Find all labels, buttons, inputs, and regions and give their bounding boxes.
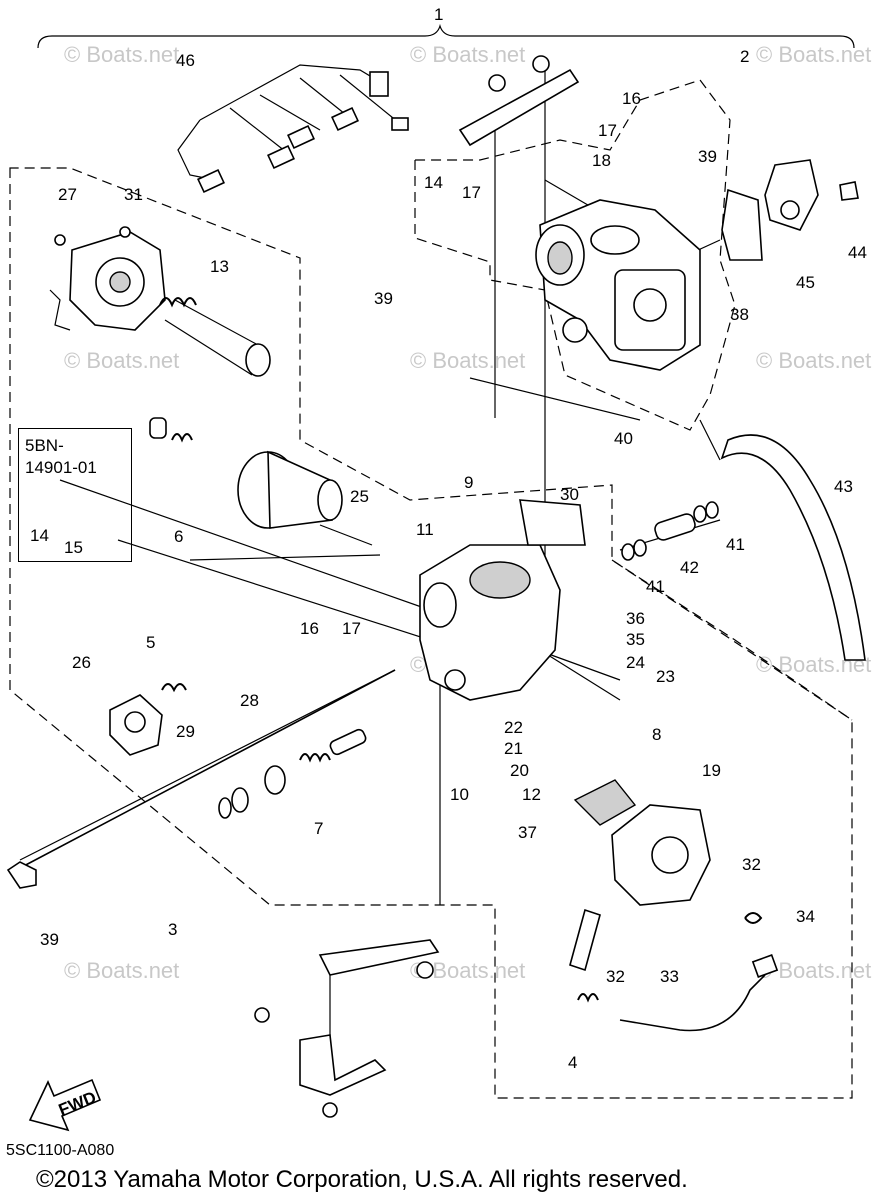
callout-27: 27 <box>58 185 77 204</box>
diaphragm-cover-left <box>49 226 166 331</box>
callout-34: 34 <box>796 907 815 926</box>
callout-46: 46 <box>176 51 195 70</box>
callout-17: 17 <box>598 121 617 140</box>
watermark: © Boats.net <box>64 348 179 373</box>
throttle-shaft <box>6 669 396 889</box>
callout-42: 42 <box>680 558 699 577</box>
callout-38: 38 <box>730 305 749 324</box>
callout-12: 12 <box>522 785 541 804</box>
hose-43 <box>720 434 866 661</box>
callout-21: 21 <box>504 739 523 758</box>
callout-9: 9 <box>464 473 473 492</box>
fwd-arrow: FWD <box>28 1078 102 1132</box>
callout-19: 19 <box>702 761 721 780</box>
watermark: © Boats.net <box>64 958 179 983</box>
watermark: © Boats.net <box>410 348 525 373</box>
callout-17: 17 <box>462 183 481 202</box>
callout-15: 15 <box>64 538 83 557</box>
watermark: © Boats.net <box>410 42 525 67</box>
callout-26: 26 <box>72 653 91 672</box>
bracket-45 <box>764 159 859 231</box>
choke-lever <box>569 908 601 972</box>
callout-33: 33 <box>660 967 679 986</box>
callout-1: 1 <box>434 5 443 24</box>
callout-14: 14 <box>424 173 443 192</box>
vacuum-piston <box>149 417 373 546</box>
callout-31: 31 <box>124 185 143 204</box>
lower-carburetor-body <box>419 499 586 701</box>
watermarks: © Boats.net © Boats.net © Boats.net © Bo… <box>64 42 871 983</box>
callout-39: 39 <box>40 930 59 949</box>
callout-8: 8 <box>652 725 661 744</box>
callout-29: 29 <box>176 722 195 741</box>
callout-14: 14 <box>30 526 49 545</box>
callout-39: 39 <box>374 289 393 308</box>
callout-5: 5 <box>146 633 155 652</box>
inset-box: 5BN- 14901-01 <box>18 428 132 562</box>
callout-7: 7 <box>314 819 323 838</box>
callout-4: 4 <box>568 1053 577 1072</box>
callout-43: 43 <box>834 477 853 496</box>
diaphragm-cover-small <box>109 683 187 756</box>
callout-17: 17 <box>342 619 361 638</box>
callout-28: 28 <box>240 691 259 710</box>
callout-39: 39 <box>698 147 717 166</box>
callout-22: 22 <box>504 718 523 737</box>
callout-40: 40 <box>614 429 633 448</box>
callout-2: 2 <box>740 47 749 66</box>
top-bracket <box>458 55 580 147</box>
choke-cable <box>577 954 779 1032</box>
callout-numbers: 1 2 3 4 5 6 7 8 9 10 11 12 13 14 14 15 1… <box>30 5 867 1072</box>
callout-41: 41 <box>646 577 665 596</box>
callout-3: 3 <box>168 920 177 939</box>
callout-25: 25 <box>350 487 369 506</box>
bottom-bracket <box>254 939 440 1118</box>
callout-13: 13 <box>210 257 229 276</box>
callout-20: 20 <box>510 761 529 780</box>
watermark: © Boats.net <box>64 42 179 67</box>
callout-6: 6 <box>174 527 183 546</box>
callout-32: 32 <box>742 855 761 874</box>
callout-18: 18 <box>592 151 611 170</box>
callout-10: 10 <box>450 785 469 804</box>
callout-16: 16 <box>300 619 319 638</box>
assembly-brace <box>37 23 855 49</box>
gasket-plate <box>721 188 763 261</box>
callout-41: 41 <box>726 535 745 554</box>
float-bowl <box>611 804 711 906</box>
assembly-2-boundary <box>414 79 736 431</box>
callout-32: 32 <box>606 967 625 986</box>
wiring-harness <box>177 64 409 194</box>
figure-code: 5SC1100-A080 <box>6 1142 115 1159</box>
spring-13 <box>159 297 271 377</box>
callout-44: 44 <box>848 243 867 262</box>
callout-30: 30 <box>560 485 579 504</box>
callout-35: 35 <box>626 630 645 649</box>
callout-45: 45 <box>796 273 815 292</box>
callout-16: 16 <box>622 89 641 108</box>
callout-37: 37 <box>518 823 537 842</box>
watermark: © Boats.net <box>756 42 871 67</box>
callout-24: 24 <box>626 653 645 672</box>
upper-carburetor-body <box>535 199 701 371</box>
copyright-notice: ©2013 Yamaha Motor Corporation, U.S.A. A… <box>36 1166 688 1193</box>
watermark: © Boats.net <box>756 348 871 373</box>
float-lever <box>573 779 637 826</box>
spring-34 <box>744 912 763 924</box>
assembly-3-boundary <box>9 167 853 1099</box>
jet-parts-7 <box>218 728 367 819</box>
callout-23: 23 <box>656 667 675 686</box>
callout-11: 11 <box>416 520 434 539</box>
assembly-19-boundary <box>611 559 853 721</box>
inset-part-number: 5BN- 14901-01 <box>25 436 97 477</box>
fitting-42 <box>621 501 719 561</box>
callout-36: 36 <box>626 609 645 628</box>
